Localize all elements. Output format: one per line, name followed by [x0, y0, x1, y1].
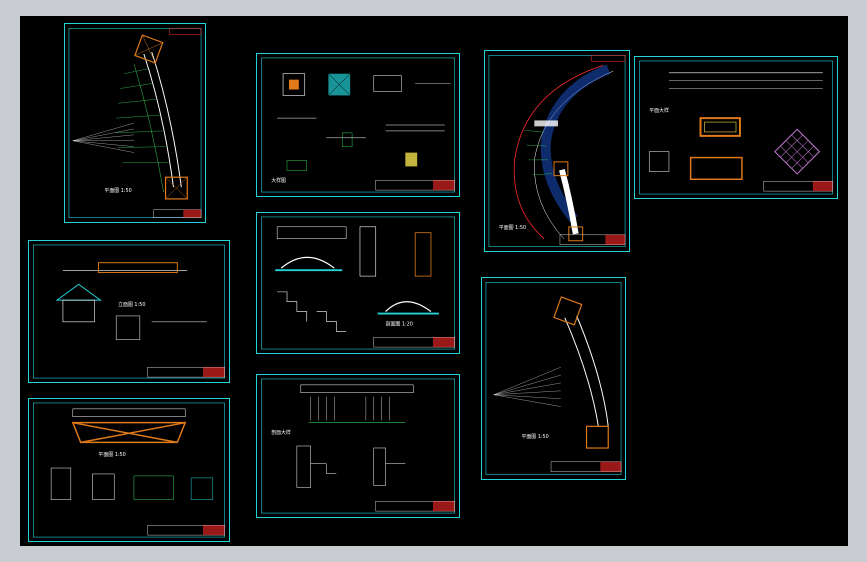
- sheet-caption: 剖面图 1:20: [386, 320, 413, 327]
- drawing-sheet-curved-path-plan-2[interactable]: 平面图 1:50: [481, 277, 626, 480]
- sheet-drawing: 平面图 1:50: [488, 55, 626, 247]
- sheet-drawing: 大样图: [261, 57, 455, 193]
- drawing-sheet-pavilion-elevation[interactable]: 立面图 1:50: [28, 240, 230, 383]
- drawing-sheet-wall-section[interactable]: 剖面大样: [256, 374, 460, 518]
- sheet-drawing: 平面大样: [639, 60, 833, 195]
- sheet-caption: 平面图 1:50: [499, 225, 526, 231]
- sheet-drawing: 平面图 1:50: [68, 28, 202, 218]
- sheet-drawing: 平面图 1:50: [485, 282, 622, 475]
- sheet-caption: 平面大样: [649, 107, 669, 114]
- sheet-caption: 大样图: [271, 177, 286, 184]
- sheet-drawing: 立面图 1:50: [33, 244, 225, 379]
- sheet-drawing: 剖面大样: [261, 378, 455, 514]
- sheet-caption: 立面图 1:50: [118, 301, 145, 308]
- drawing-sheet-truss-plan[interactable]: 平面图 1:50: [28, 398, 230, 542]
- sheet-drawing: 剖面图 1:20: [261, 216, 455, 350]
- drawing-sheet-plan-details[interactable]: 平面大样: [634, 56, 838, 199]
- drawing-sheet-river-plan[interactable]: 平面图 1:50: [484, 50, 630, 252]
- drawing-sheet-details[interactable]: 大样图: [256, 53, 460, 197]
- sheet-caption: 平面图 1:50: [98, 452, 125, 458]
- sheet-drawing: 平面图 1:50: [33, 402, 225, 538]
- drawing-sheet-bridge-section[interactable]: 剖面图 1:20: [256, 212, 460, 354]
- sheet-caption: 剖面大样: [271, 429, 291, 436]
- cad-drawing-canvas[interactable]: 平面图 1:50 大样图: [20, 16, 848, 546]
- drawing-sheet-curved-path-plan[interactable]: 平面图 1:50: [64, 23, 206, 223]
- sheet-caption: 平面图 1:50: [521, 434, 548, 440]
- sheet-caption: 平面图 1:50: [104, 188, 131, 194]
